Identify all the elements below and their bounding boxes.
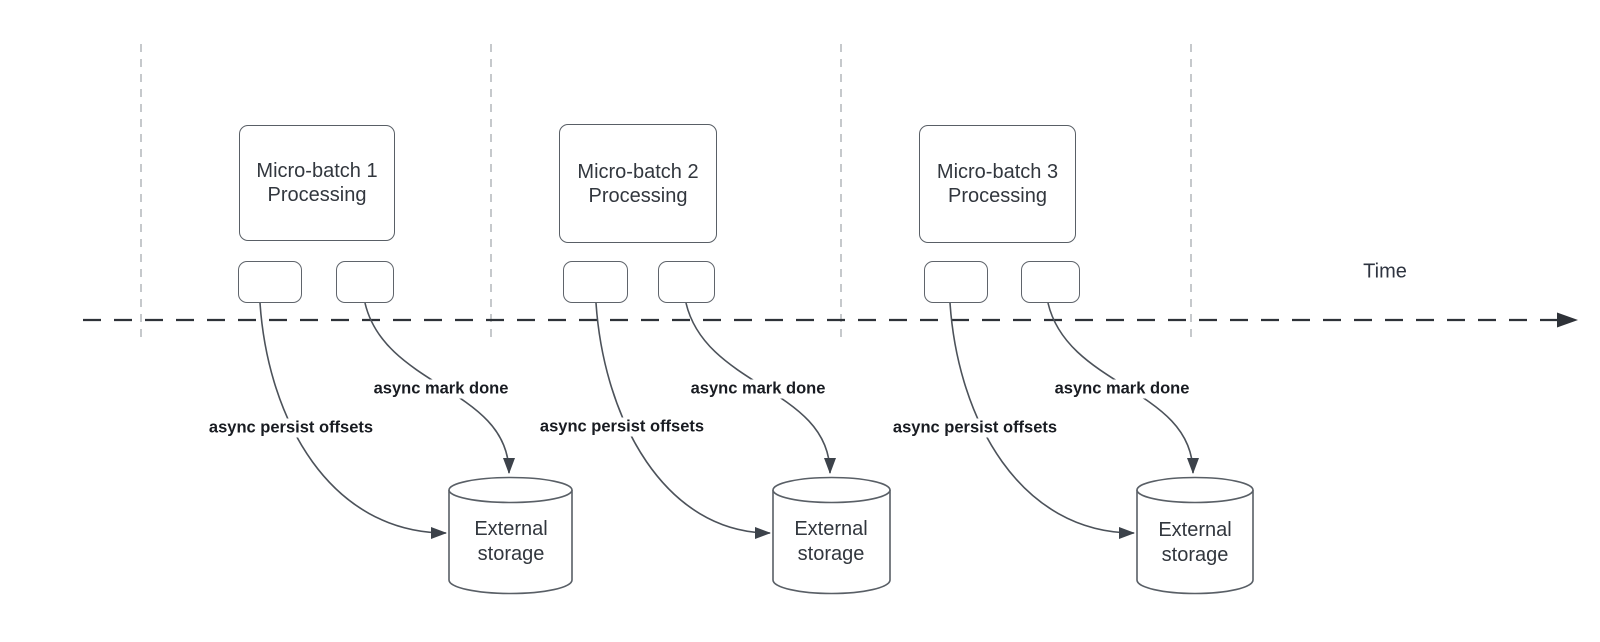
async-persist-offsets-arrow-3 xyxy=(949,302,1135,539)
async-mark-done-label-3: async mark done xyxy=(1052,379,1192,399)
time-axis-label: Time xyxy=(1363,260,1407,283)
external-storage-cylinder-2 xyxy=(772,476,891,595)
external-storage-label-2-line2: storage xyxy=(797,543,865,565)
micro-batch-2-title-line1: Micro-batch 2 xyxy=(577,160,699,183)
async-persist-offsets-label-1: async persist offsets xyxy=(206,418,376,438)
external-storage-label-2-line1: External xyxy=(794,518,868,540)
external-storage-cylinder-1 xyxy=(448,476,573,595)
micro-batch-1-task-box-b xyxy=(336,261,394,303)
async-persist-offsets-label-3: async persist offsets xyxy=(890,418,1060,438)
timeline-arrowhead xyxy=(1557,312,1578,328)
micro-batch-2-task-box-a xyxy=(563,261,628,303)
micro-batch-3-task-box-a xyxy=(924,261,988,303)
async-mark-done-label-2: async mark done xyxy=(688,379,828,399)
external-storage-label-3: External storage xyxy=(1158,518,1231,568)
async-persist-offsets-arrow-2 xyxy=(595,302,771,539)
micro-batch-1-title-line2: Processing xyxy=(267,184,367,206)
external-storage-cylinder-3 xyxy=(1136,476,1254,595)
micro-batch-2-task-box-b xyxy=(658,261,715,303)
micro-batch-1-task-box-a xyxy=(238,261,302,303)
micro-batch-2-title-line2: Processing xyxy=(588,184,688,207)
async-persist-offsets-label-2: async persist offsets xyxy=(537,417,707,437)
micro-batch-1-processing-node: Micro-batch 1 Processing xyxy=(239,125,395,241)
micro-batch-1-title-line1: Micro-batch 1 xyxy=(256,160,378,182)
async-mark-done-label-1: async mark done xyxy=(371,379,511,399)
async-persist-offsets-arrow-1 xyxy=(259,302,447,539)
external-storage-label-1: External storage xyxy=(474,517,547,567)
external-storage-label-1-line2: storage xyxy=(477,543,545,565)
micro-batch-3-task-box-b xyxy=(1021,261,1080,303)
external-storage-label-3-line1: External xyxy=(1158,519,1232,541)
external-storage-label-3-line2: storage xyxy=(1161,544,1229,566)
external-storage-label-2: External storage xyxy=(794,517,867,567)
external-storage-label-1-line1: External xyxy=(474,518,548,540)
micro-batch-3-title-line1: Micro-batch 3 xyxy=(936,161,1059,183)
micro-batch-3-processing-node: Micro-batch 3 Processing xyxy=(919,125,1076,243)
micro-batch-3-title-line2: Processing xyxy=(948,185,1047,207)
micro-batch-2-processing-node: Micro-batch 2 Processing xyxy=(559,124,717,243)
